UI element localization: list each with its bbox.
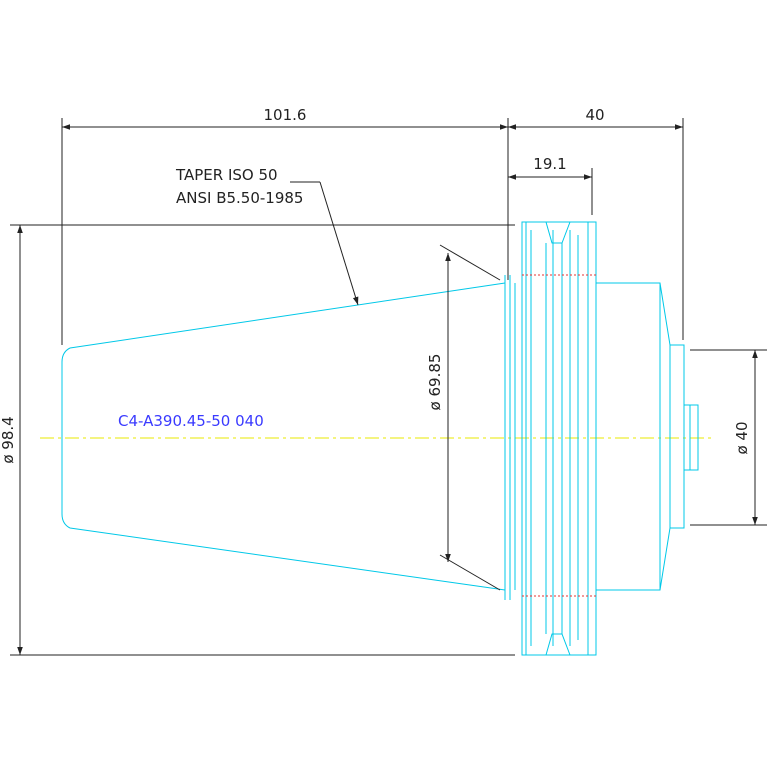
taper-note-line-1: TAPER ISO 50 xyxy=(175,166,278,184)
dim-101-6-text: 101.6 xyxy=(264,106,307,124)
taper-cone xyxy=(61,282,506,591)
hidden-lines xyxy=(522,274,596,597)
end-stub xyxy=(684,404,699,471)
dim-40-top-text: 40 xyxy=(585,106,604,124)
neck xyxy=(596,282,685,591)
dim-98-4-text: ø 98.4 xyxy=(0,416,17,463)
taper-leader xyxy=(319,181,359,306)
dim-19-1-text: 19.1 xyxy=(533,155,566,173)
flange xyxy=(521,221,597,656)
dimension-lines xyxy=(10,118,767,656)
taper-note-line-2: ANSI B5.50-1985 xyxy=(176,189,303,207)
dim-69-85-text: ø 69.85 xyxy=(426,354,444,411)
tool-geometry xyxy=(61,221,699,656)
dim-40-side-text: ø 40 xyxy=(733,421,751,454)
part-number-label: C4-A390.45-50 040 xyxy=(118,412,264,430)
